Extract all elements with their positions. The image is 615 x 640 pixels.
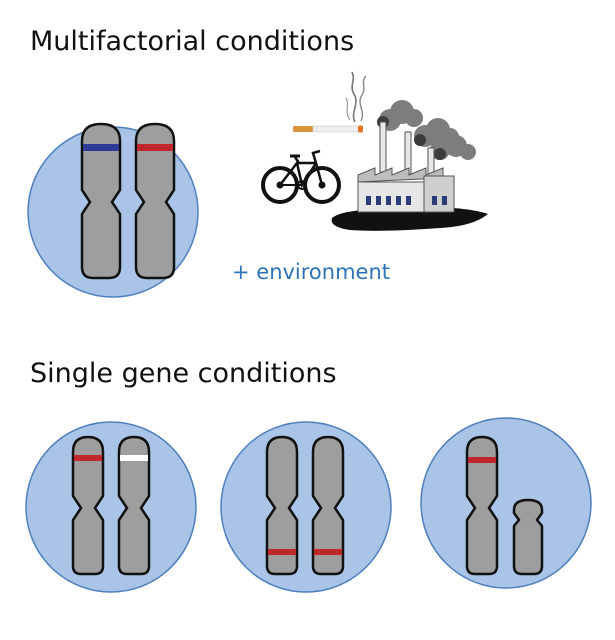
chromosome-lower-red-band-right (311, 435, 345, 576)
chromosome-right-red-band (134, 122, 176, 280)
chromosome-red-band (71, 435, 105, 576)
single-gene-circle-2 (220, 421, 392, 593)
cigarette-icon (293, 71, 367, 133)
bicycle-icon (261, 149, 341, 204)
multifactorial-title: Multifactorial conditions (30, 26, 355, 57)
single-gene-circle-1 (25, 421, 197, 593)
factory-icon (331, 100, 488, 231)
single-gene-circle-3 (420, 417, 592, 589)
blue-band (83, 144, 119, 151)
chromosome-x-red-band (465, 435, 499, 576)
chromosome-y-small (512, 498, 544, 576)
chromosome-left-blue-band (80, 122, 122, 280)
single-gene-title: Single gene conditions (30, 358, 337, 389)
chromosome-white-band (117, 435, 151, 576)
red-band (137, 144, 173, 151)
chromosome-lower-red-band-left (265, 435, 299, 576)
environment-label: + environment (232, 260, 391, 284)
